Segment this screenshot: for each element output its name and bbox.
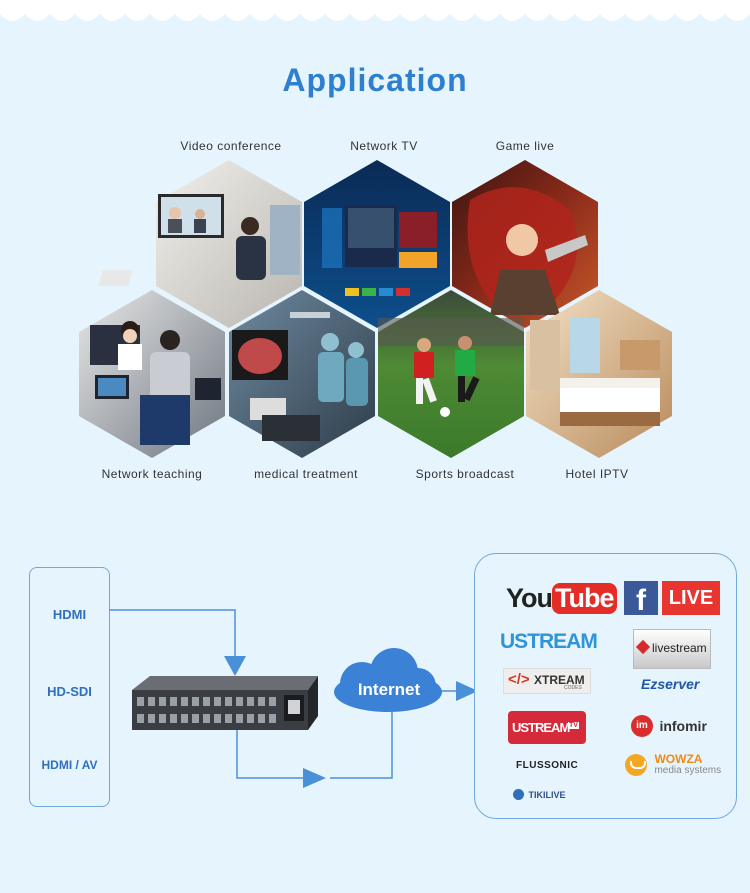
- ustream-tv-badge: TV: [568, 722, 579, 729]
- arrow-head-right-bottom: [303, 768, 326, 788]
- hex-label-game-live: Game live: [495, 139, 555, 153]
- encoder-device-image: [132, 676, 318, 730]
- infomir-label: infomir: [659, 718, 707, 734]
- facebook-live-label: LIVE: [662, 581, 720, 615]
- ezserver-logo: Ezserver: [641, 676, 700, 692]
- medical-treatment-image: [229, 290, 375, 458]
- tikilive-label: TIKILIVE: [528, 789, 566, 800]
- tikilive-icon: [513, 789, 524, 801]
- tikilive-logo: TIKILIVE: [513, 786, 565, 804]
- inputs-box: HDMI HD-SDI HDMI / AV: [29, 567, 110, 807]
- livestream-logo: livestream: [633, 629, 711, 669]
- wowza-icon: [625, 754, 647, 776]
- hex-label-video-conference: Video conference: [180, 139, 282, 153]
- flussonic-logo: FLUSSONIC: [516, 760, 579, 771]
- internet-label: Internet: [357, 680, 421, 699]
- hex-label-medical-treatment: medical treatment: [254, 467, 358, 481]
- xtream-codes-logo: </> XTREAM CODES: [503, 668, 591, 694]
- livestream-icon: [635, 639, 651, 655]
- sports-broadcast-image: [378, 290, 524, 458]
- game-live-image: [452, 160, 598, 328]
- ustream-tv-label: USTREAM: [512, 720, 570, 735]
- wowza-sub-label: media systems: [654, 765, 722, 776]
- hex-label-network-tv: Network TV: [350, 139, 418, 153]
- ustream-tv-logo: USTREAM TV: [508, 711, 586, 744]
- network-teaching-image: [79, 290, 225, 458]
- livestream-label: livestream: [652, 641, 707, 655]
- xtream-label: XTREAM: [534, 673, 585, 687]
- arrow-head-right-platforms: [456, 681, 478, 701]
- youtube-tube: Tube: [552, 583, 617, 614]
- internet-cloud-icon: [334, 648, 442, 712]
- youtube-you: You: [506, 583, 553, 613]
- infomir-icon: im: [631, 715, 653, 737]
- hex-label-sports-broadcast: Sports broadcast: [415, 467, 515, 481]
- xtream-icon: </>: [508, 671, 530, 688]
- wowza-logo: WOWZA media systems: [625, 752, 722, 776]
- hex-label-network-teaching: Network teaching: [101, 467, 203, 481]
- arrow-head-down: [224, 656, 246, 676]
- hotel-iptv-image: [526, 290, 672, 458]
- input-label-hdmi: HDMI: [52, 607, 87, 622]
- ustream-logo: USTREAM: [500, 630, 598, 653]
- hex-label-hotel-iptv: Hotel IPTV: [565, 467, 629, 481]
- input-label-hd-sdi: HD-SDI: [47, 684, 92, 699]
- network-tv-image: [304, 160, 450, 328]
- page-title: Application: [282, 62, 468, 98]
- video-conference-image: [98, 160, 302, 328]
- infomir-logo: im infomir: [631, 715, 707, 737]
- xtream-sub-label: CODES: [564, 685, 582, 691]
- wowza-label: WOWZA: [654, 752, 703, 766]
- top-wave-decoration: [0, 0, 750, 21]
- facebook-icon: f: [624, 581, 658, 617]
- input-label-hdmi-av: HDMI / AV: [41, 758, 98, 772]
